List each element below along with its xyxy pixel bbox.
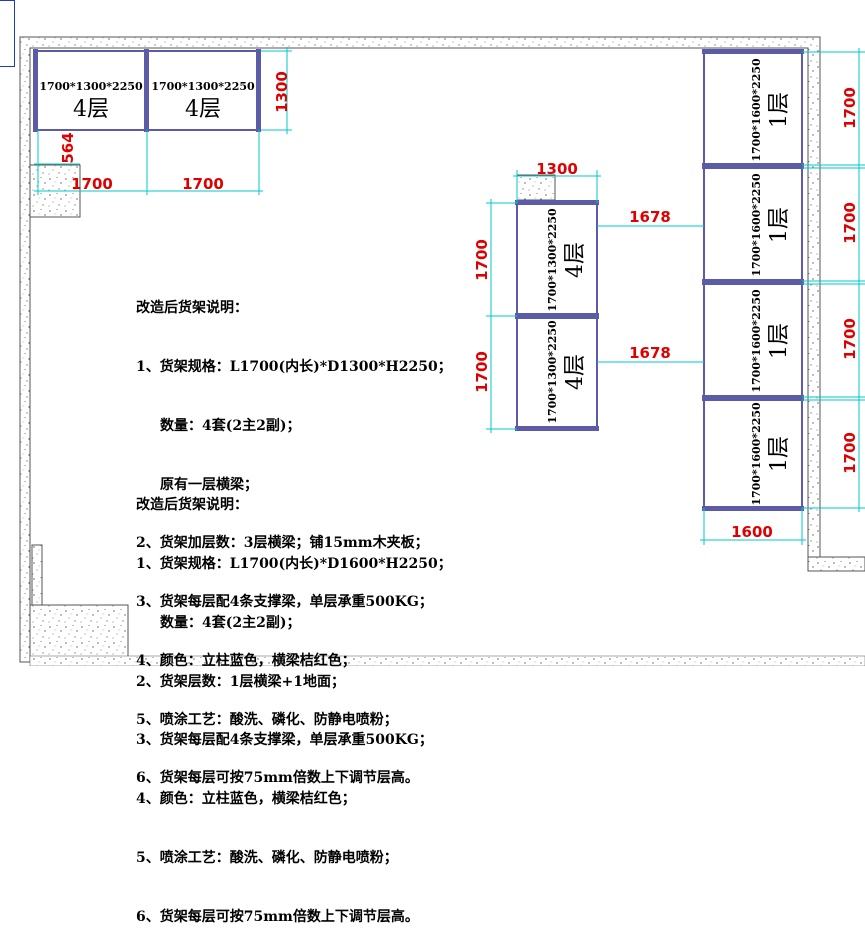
shelf-level-label: 4层 <box>185 97 221 122</box>
dim-label: 1700 <box>473 239 491 281</box>
notes-line: 5、喷涂工艺：酸洗、磷化、防静电喷粉； <box>136 849 398 866</box>
shelf-unit <box>516 202 598 317</box>
shelf-level-label: 4层 <box>563 242 588 278</box>
notes-line: 数量：4套(2主2副)； <box>160 614 301 631</box>
notes-line: 数量：4套(2主2副)； <box>160 417 301 434</box>
shelf-block-center: 1700*1300*2250 4层 1700*1300*2250 4层 <box>515 200 599 431</box>
notes-line: 2、货架层数：1层横梁+1地面； <box>136 673 345 690</box>
dim-label: 1300 <box>536 160 578 178</box>
notes-line: 3、货架每层配4条支撑梁，单层承重500KG； <box>136 594 433 611</box>
shelf-unit <box>146 50 260 131</box>
notes-line: 3、货架每层配4条支撑梁，单层承重500KG； <box>136 732 433 749</box>
shelf-spec-label: 1700*1600*2250 <box>750 402 763 506</box>
shelf-spec-label: 1700*1300*2250 <box>39 80 143 93</box>
shelf-spec-label: 1700*1600*2250 <box>750 173 763 277</box>
shelf-block-top-left: 1700*1300*2250 1700*1300*2250 4层 4层 <box>33 49 261 132</box>
dim-label: 564 <box>59 132 77 163</box>
warehouse-floor-plan: 1700*1300*2250 1700*1300*2250 4层 4层 1700… <box>19 36 865 666</box>
shelf-unit <box>703 167 803 282</box>
shelf-level-label: 1层 <box>767 436 792 472</box>
shelf-level-label: 4层 <box>73 97 109 122</box>
shelf-spec-label: 1700*1300*2250 <box>546 208 559 312</box>
corner-tab <box>0 0 15 67</box>
dim-label: 1700 <box>71 175 113 193</box>
dim-label: 1700 <box>841 202 859 244</box>
shelf-spec-label: 1700*1600*2250 <box>750 58 763 162</box>
shelf-level-label: 1层 <box>767 207 792 243</box>
notes-line: 4、颜色：立柱蓝色，横梁桔红色； <box>136 652 356 669</box>
notes-line: 4、颜色：立柱蓝色，横梁桔红色； <box>136 791 356 808</box>
notes-line: 1、货架规格：L1700(内长)*D1300*H2250； <box>136 358 452 375</box>
dim-label: 1700 <box>182 175 224 193</box>
notes-title: 改造后货架说明： <box>136 300 248 317</box>
dim-label: 1700 <box>841 318 859 360</box>
dim-label: 1700 <box>841 432 859 474</box>
dimension-labels: 1300 564 1700 1700 1300 1700 1700 1678 1… <box>59 71 859 541</box>
shelf-level-label: 1层 <box>767 92 792 128</box>
dim-label: 1700 <box>841 87 859 129</box>
notes-title: 改造后货架说明： <box>136 497 248 514</box>
shelf-spec-label: 1700*1300*2250 <box>151 80 255 93</box>
dim-label: 1678 <box>629 344 671 362</box>
shelf-unit <box>703 51 803 166</box>
dim-label: 1300 <box>273 71 291 113</box>
dim-label: 1678 <box>629 208 671 226</box>
shelf-spec-label: 1700*1600*2250 <box>750 289 763 393</box>
shelf-level-label: 1层 <box>767 323 792 359</box>
shelf-block-right: 1700*1600*2250 1层 1700*1600*2250 1层 1700… <box>702 49 804 511</box>
shelf-level-label: 4层 <box>563 354 588 390</box>
notes-block-2: 改造后货架说明： 1、货架规格：L1700(内长)*D1600*H2250； 数… <box>136 457 452 947</box>
notes-line: 2、货架加层数：3层横梁；铺15mm木夹板； <box>136 535 429 552</box>
dimension-lines <box>34 47 865 545</box>
dim-label: 1700 <box>473 351 491 393</box>
notes-line: 原有一层横梁； <box>160 476 258 493</box>
walls <box>19 36 865 666</box>
notes-line: 1、货架规格：L1700(内长)*D1600*H2250； <box>136 555 452 572</box>
shelf-spec-label: 1700*1300*2250 <box>546 320 559 424</box>
dim-label: 1600 <box>731 523 773 541</box>
notes-line: 6、货架每层可按75mm倍数上下调节层高。 <box>136 908 419 925</box>
